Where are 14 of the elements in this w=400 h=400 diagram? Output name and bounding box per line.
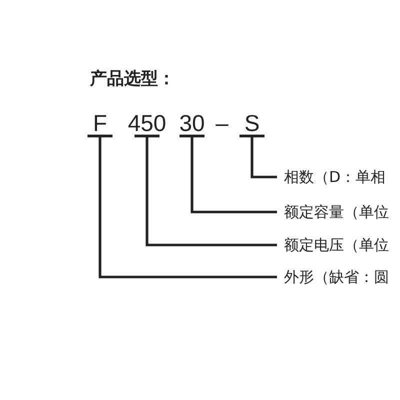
model-code-label: F: [92, 111, 108, 136]
leader-line: [134, 134, 277, 246]
description-text: 额定容量（单位: [277, 202, 389, 222]
description-text: 相数（D：单相: [277, 167, 386, 187]
title: 产品选型：: [90, 68, 175, 90]
description-text: 额定电压（单位: [277, 235, 389, 255]
leader-line: [180, 134, 277, 214]
description-text: 外形（缺省：圆: [277, 267, 389, 287]
code-separator: –: [216, 111, 228, 136]
leader-line: [88, 134, 277, 278]
model-code-label: S: [244, 111, 260, 136]
model-code-label: 30: [179, 111, 205, 136]
leader-line: [240, 134, 277, 178]
model-code-label: 450: [128, 111, 166, 136]
